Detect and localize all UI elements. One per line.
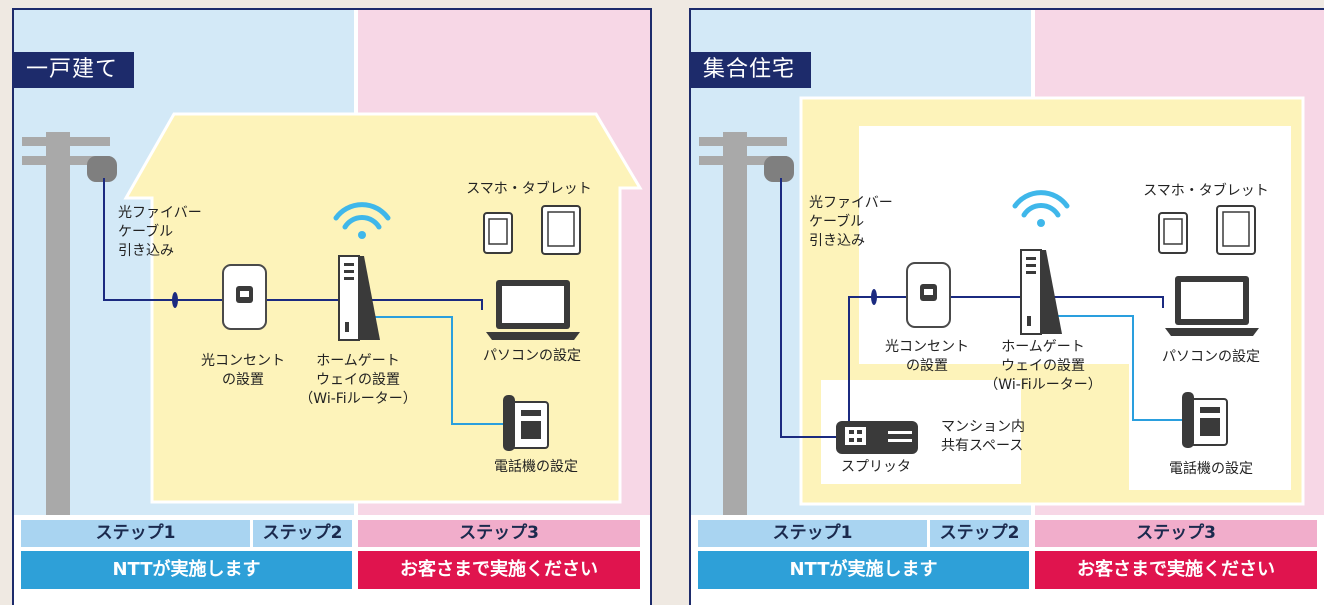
step1-label: ステップ1 xyxy=(698,520,927,547)
detached-house-panel: 一戸建て 光ファイバー ケーブル 引き込み 光コンセント の設置 ホームゲート … xyxy=(12,8,652,605)
pc-label: パソコンの設定 xyxy=(1162,349,1260,365)
wifi-icon xyxy=(1012,190,1070,227)
router-icon xyxy=(1020,249,1062,335)
gateway-label: ホームゲート ウェイの設置 （Wi-Fiルーター） xyxy=(299,353,417,407)
panel-title: 集合住宅 xyxy=(691,52,812,88)
outlet-label: 光コンセント の設置 xyxy=(201,353,285,388)
phone-label: 電話機の設定 xyxy=(1169,461,1253,477)
wifi-icon xyxy=(333,202,391,239)
lan-cable-phone xyxy=(1055,315,1191,421)
ntt-performs-label: NTTが実施します xyxy=(698,551,1029,589)
customer-performs-label: お客さまで実施ください xyxy=(1035,551,1317,589)
wall-entry-point xyxy=(172,292,178,308)
tablet-icon xyxy=(541,205,581,255)
splitter-label: スプリッタ xyxy=(841,459,911,475)
panel-title: 一戸建て xyxy=(14,52,135,88)
step1-label: ステップ1 xyxy=(21,520,250,547)
laptop-icon xyxy=(486,280,580,340)
fiber-cable xyxy=(780,178,839,438)
laptop-icon xyxy=(1165,276,1259,336)
step3-label: ステップ3 xyxy=(1035,520,1317,547)
router-icon xyxy=(338,255,380,341)
utility-pole xyxy=(22,132,117,515)
splitter-to-outlet-cable xyxy=(848,296,907,423)
house-diagram xyxy=(22,112,643,515)
outlet-label: 光コンセント の設置 xyxy=(885,339,969,374)
step2-label: ステップ2 xyxy=(253,520,352,547)
smartphone-icon xyxy=(1158,212,1188,254)
ntt-performs-label: NTTが実施します xyxy=(21,551,352,589)
phone-label: 電話機の設定 xyxy=(494,459,578,475)
apartment-diagram xyxy=(699,96,1305,515)
customer-performs-label: お客さまで実施ください xyxy=(358,551,640,589)
step3-label: ステップ3 xyxy=(358,520,640,547)
optical-outlet-icon xyxy=(222,264,267,330)
wall-entry-point xyxy=(871,289,877,305)
fiber-cable-label: 光ファイバー ケーブル 引き込み xyxy=(118,205,202,259)
utility-pole xyxy=(699,132,794,515)
gateway-label: ホームゲート ウェイの設置 （Wi-Fiルーター） xyxy=(984,339,1102,393)
mobile-label: スマホ・タブレット xyxy=(1143,183,1269,199)
mobile-label: スマホ・タブレット xyxy=(466,181,592,197)
shared-space-label: マンション内 共有スペース xyxy=(941,419,1025,454)
telephone-icon xyxy=(503,395,549,451)
step2-label: ステップ2 xyxy=(930,520,1029,547)
telephone-icon xyxy=(1182,392,1228,448)
pc-label: パソコンの設定 xyxy=(483,348,581,364)
optical-outlet-icon xyxy=(906,262,951,328)
fiber-cable-label: 光ファイバー ケーブル 引き込み xyxy=(809,195,893,249)
splitter-icon xyxy=(836,421,918,454)
apartment-panel: 集合住宅 光ファイバー ケーブル 引き込み 光コンセント の設置 ホームゲート … xyxy=(689,8,1324,605)
fiber-cable xyxy=(103,178,242,301)
tablet-icon xyxy=(1216,205,1256,255)
lan-cable-phone xyxy=(369,316,512,425)
smartphone-icon xyxy=(483,212,513,254)
